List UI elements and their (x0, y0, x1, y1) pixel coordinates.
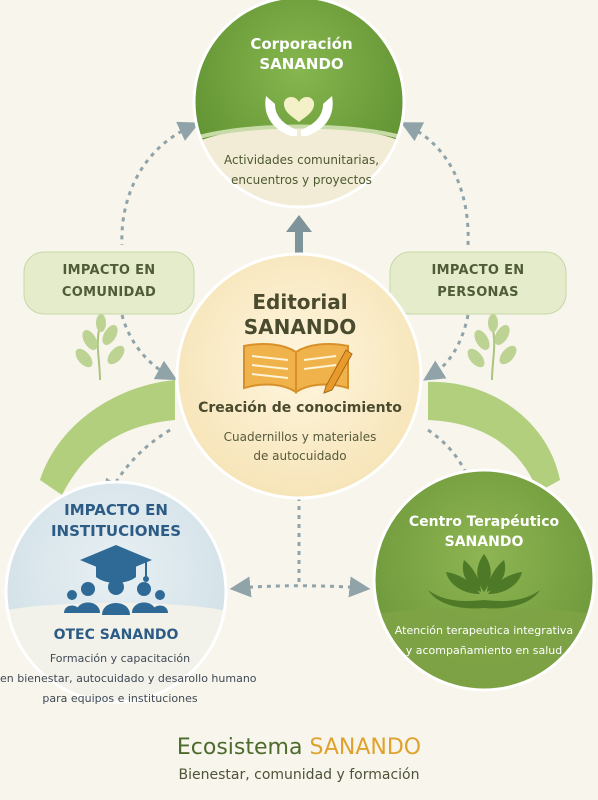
right-leaf-swoosh (428, 381, 560, 492)
impacto-personas-label: IMPACTO EN PERSONAS (390, 260, 566, 304)
centro-title: Centro Terapéutico SANANDO (378, 512, 590, 552)
otec-desc-line1: Formación y capacitación (49, 652, 191, 665)
impacto-comunidad-label: IMPACTO EN COMUNIDAD (24, 260, 194, 304)
instituciones-title: IMPACTO EN INSTITUCIONES (16, 500, 216, 542)
footer-title: Ecosistema SANANDO (0, 733, 598, 763)
centro-title-line1: Centro Terapéutico (408, 514, 560, 530)
editorial-desc-line1: Cuadernillos y materiales (223, 430, 377, 444)
corporacion-desc-line2: encuentros y proyectos (231, 173, 372, 187)
graduation-group-icon (64, 545, 168, 615)
impacto-personas-line2: PERSONAS (437, 285, 519, 300)
corporacion-title-line2: SANANDO (259, 55, 344, 73)
editorial-title-line2: SANANDO (243, 315, 357, 339)
centro-title-line2: SANANDO (444, 534, 524, 550)
editorial-desc-line2: de autocuidado (253, 449, 347, 463)
corporacion-title: Corporación SANANDO (199, 34, 404, 74)
lotus-hands-icon (428, 554, 540, 609)
arrow-personas-to-editorial (423, 314, 470, 381)
corporacion-description: Actividades comunitarias, encuentros y p… (199, 150, 404, 190)
impacto-personas-pill-bg (389, 251, 567, 315)
centro-desc-line1: Atención terapeutica integrativa (394, 624, 574, 637)
editorial-title-line1: Editorial (252, 290, 348, 314)
instituciones-title-line2: INSTITUCIONES (50, 522, 182, 540)
otec-desc-line2: en bienestar, autocuidado y desarollo hu… (0, 672, 257, 685)
footer-subtitle: Bienestar, comunidad y formación (178, 767, 420, 783)
arrow-corp-to-comunidad (120, 121, 200, 246)
open-book-pencil-icon (243, 343, 353, 394)
corporacion-desc-line1: Actividades comunitarias, (223, 153, 380, 167)
arrow-bottom-link (229, 576, 371, 598)
hands-heart-icon (265, 96, 333, 136)
editorial-description: Cuadernillos y materiales de autocuidado (180, 428, 420, 466)
editorial-title: Editorial SANANDO (180, 290, 420, 340)
otec-description: Formación y capacitación en bienestar, a… (0, 649, 257, 709)
left-leaf-swoosh (40, 380, 175, 495)
centro-description: Atención terapeutica integrativa y acomp… (378, 621, 590, 661)
footer-title-part1: Ecosistema (176, 735, 310, 760)
right-leaves-icon (467, 314, 517, 381)
impacto-comunidad-line2: COMUNIDAD (61, 285, 157, 300)
footer-title-part2: SANANDO (309, 735, 422, 760)
centro-desc-line2: y acompañamiento en salud (405, 644, 563, 657)
otec-desc-line3: para equipos e instituciones (42, 692, 198, 705)
otec-name: OTEC SANANDO (53, 627, 179, 643)
editorial-subtitle: Creación de conocimiento (198, 400, 402, 416)
corporacion-title-line1: Corporación (250, 35, 353, 53)
impacto-personas-line1: IMPACTO EN (431, 263, 525, 278)
impacto-comunidad-line1: IMPACTO EN (62, 263, 156, 278)
instituciones-title-line1: IMPACTO EN (64, 501, 168, 519)
left-leaves-icon (75, 314, 125, 381)
impacto-comunidad-pill-bg (23, 251, 195, 315)
